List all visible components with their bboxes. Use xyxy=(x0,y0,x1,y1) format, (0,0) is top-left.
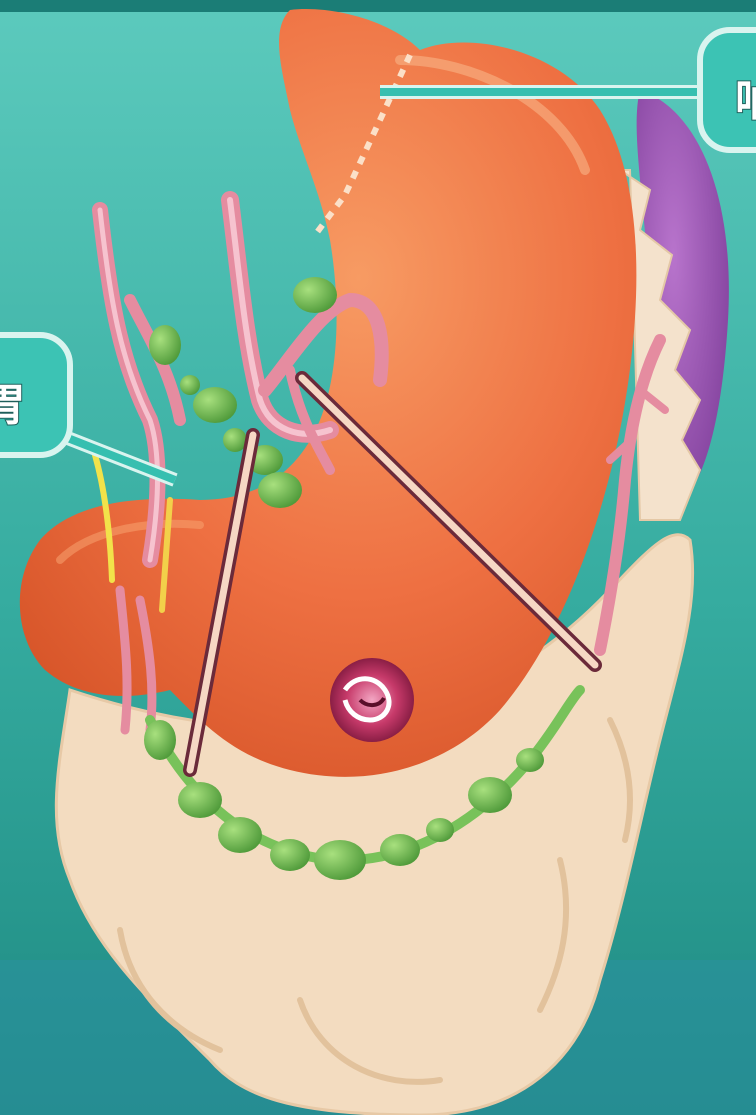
top-border-strip xyxy=(0,0,756,12)
left-callout-label: 胃 xyxy=(0,380,26,431)
right-callout-label: 呐 xyxy=(735,75,756,126)
ulcer-lesion xyxy=(330,658,414,742)
